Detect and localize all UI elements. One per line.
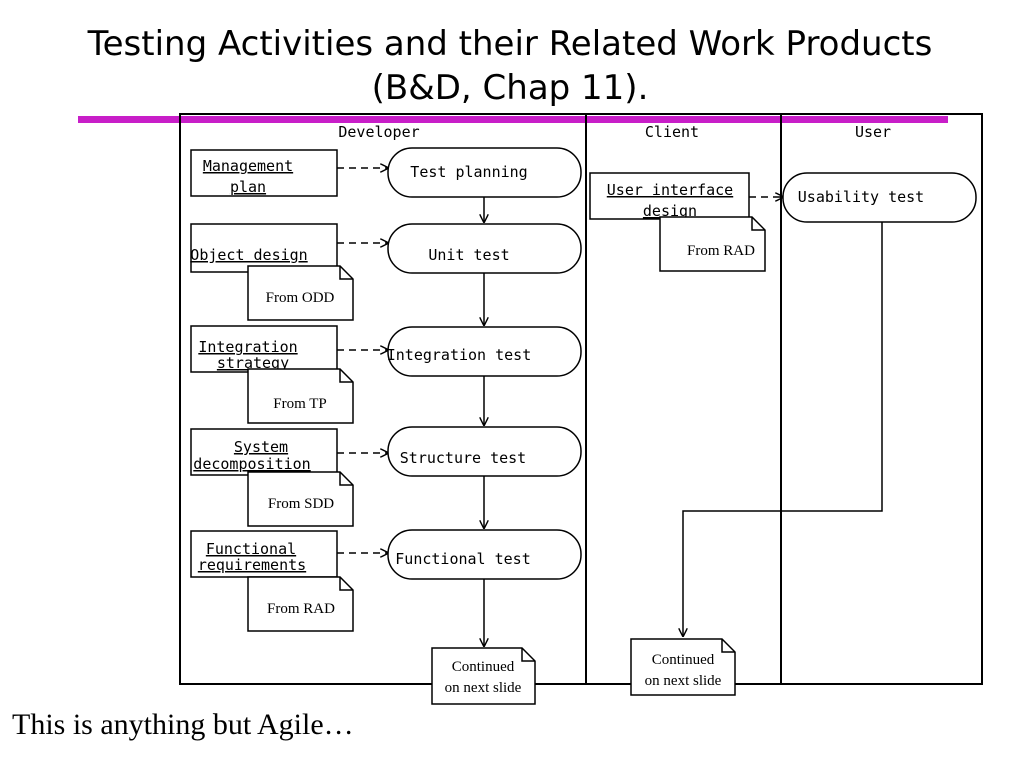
- slide-title: Testing Activities and their Related Wor…: [87, 24, 933, 108]
- work-product-label: Management: [203, 157, 293, 175]
- lane-header-client: Client: [645, 123, 699, 141]
- activity-label: Usability test: [798, 188, 924, 206]
- slide-footnote: This is anything but Agile…: [12, 708, 354, 741]
- note-label: From ODD: [266, 290, 335, 306]
- activity-structure-test: Structure test: [387, 426, 582, 477]
- work-product-label: Functional: [206, 540, 296, 558]
- work-product-label: Integration: [198, 338, 297, 356]
- note-label: From SDD: [268, 496, 334, 512]
- input-arrows: [337, 168, 783, 553]
- work-product-label: decomposition: [193, 455, 310, 473]
- work-product-label: User interface: [607, 181, 733, 199]
- work-product-label: Object design: [190, 246, 307, 264]
- title-underline-bar: [78, 116, 948, 123]
- activity-label: Integration test: [387, 346, 532, 364]
- note-label: From RAD: [267, 601, 335, 617]
- note-continued-client: Continued on next slide: [630, 638, 736, 696]
- note-continued-developer: Continued on next slide: [431, 647, 536, 705]
- note-from-odd: From ODD: [247, 265, 354, 321]
- note-label: From RAD: [687, 243, 755, 259]
- activity-usability-test: Usability test: [782, 172, 977, 223]
- activity-flow-arrows: [484, 197, 883, 646]
- activity-test-planning: Test planning: [387, 147, 582, 198]
- work-product-integration-strategy: Integration strategy: [190, 325, 338, 373]
- flow-arrow-usability-to-continued: [683, 222, 883, 636]
- activity-label: Unit test: [428, 246, 509, 264]
- note-label: From TP: [273, 396, 327, 412]
- activity-integration-test: Integration test: [387, 326, 582, 377]
- note-from-tp: From TP: [247, 368, 354, 424]
- activity-label: Functional test: [395, 550, 530, 568]
- work-product-management-plan: Management plan: [190, 149, 338, 197]
- note-from-rad-client: From RAD: [659, 216, 766, 272]
- work-product-label: design: [643, 202, 697, 220]
- work-product-functional-requirements: Functional requirements: [190, 530, 338, 578]
- work-product-label: System: [234, 438, 288, 456]
- note-label: on next slide: [445, 680, 522, 696]
- activity-unit-test: Unit test: [387, 223, 582, 274]
- note-label: Continued: [452, 659, 515, 675]
- note-from-sdd: From SDD: [247, 471, 354, 527]
- work-product-label: strategy: [217, 354, 289, 372]
- swimlane-border: [179, 113, 983, 685]
- work-product-user-interface-design: User interface design: [589, 172, 750, 220]
- work-product-system-decomposition: System decomposition: [190, 428, 338, 476]
- activity-functional-test: Functional test: [387, 529, 582, 580]
- note-from-rad-developer: From RAD: [247, 576, 354, 632]
- note-label: on next slide: [645, 673, 722, 689]
- lane-header-developer: Developer: [338, 123, 419, 141]
- lane-header-user: User: [855, 123, 891, 141]
- work-product-label: requirements: [198, 556, 306, 574]
- swimlane-frame: [179, 113, 983, 685]
- work-product-object-design: Object design: [190, 223, 338, 273]
- note-label: Continued: [652, 652, 715, 668]
- activity-label: Structure test: [400, 449, 526, 467]
- activity-label: Test planning: [410, 163, 527, 181]
- work-product-label: plan: [230, 178, 266, 196]
